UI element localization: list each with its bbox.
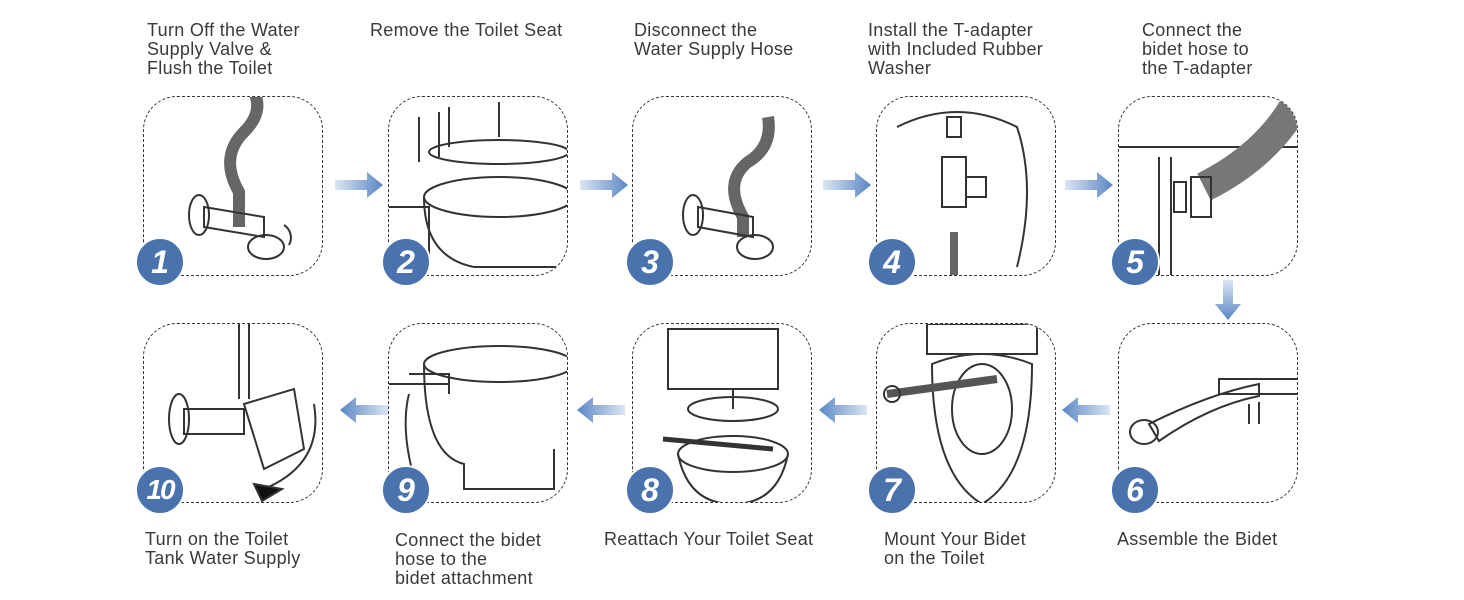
arrow-right-icon <box>580 172 628 198</box>
arrow-left-icon <box>340 397 388 423</box>
step-1-number-badge: 1 <box>135 237 185 287</box>
step-1-illustration <box>143 96 323 276</box>
step-7-label: Mount Your Bidet on the Toilet <box>884 529 1026 568</box>
step-5-number-badge: 5 <box>1110 237 1160 287</box>
arrow-right-icon <box>1065 172 1113 198</box>
step-3-label: Disconnect the Water Supply Hose <box>634 20 794 59</box>
arrow-left-icon <box>819 397 867 423</box>
step-10-illustration <box>143 323 323 503</box>
step-6-illustration <box>1118 323 1298 503</box>
step-2-number-badge: 2 <box>381 237 431 287</box>
arrow-right-icon <box>335 172 383 198</box>
step-3-illustration <box>632 96 812 276</box>
step-5-label: Connect the bidet hose to the T-adapter <box>1142 20 1253 78</box>
step-8-number-badge: 8 <box>625 465 675 515</box>
step-4-illustration <box>876 96 1056 276</box>
step-4-number-badge: 4 <box>867 237 917 287</box>
step-6-label: Assemble the Bidet <box>1117 529 1278 549</box>
step-5-illustration <box>1118 96 1298 276</box>
step-2-label: Remove the Toilet Seat <box>370 20 563 40</box>
arrow-left-icon <box>1062 397 1110 423</box>
step-2-illustration <box>388 96 568 276</box>
step-7-illustration <box>876 323 1056 503</box>
step-8-label: Reattach Your Toilet Seat <box>604 529 814 549</box>
step-6-number-badge: 6 <box>1110 465 1160 515</box>
step-9-label: Connect the bidet hose to the bidet atta… <box>395 530 542 588</box>
step-9-number-badge: 9 <box>381 465 431 515</box>
step-8-illustration <box>632 323 812 503</box>
step-10-label: Turn on the Toilet Tank Water Supply <box>145 529 301 568</box>
step-7-number-badge: 7 <box>867 465 917 515</box>
step-3-number-badge: 3 <box>625 237 675 287</box>
arrow-right-icon <box>823 172 871 198</box>
arrow-down-icon <box>1215 280 1241 320</box>
step-1-label: Turn Off the Water Supply Valve & Flush … <box>147 20 300 78</box>
step-10-number-badge: 10 <box>135 465 185 515</box>
step-4-label: Install the T-adapter with Included Rubb… <box>868 20 1044 78</box>
arrow-left-icon <box>577 397 625 423</box>
